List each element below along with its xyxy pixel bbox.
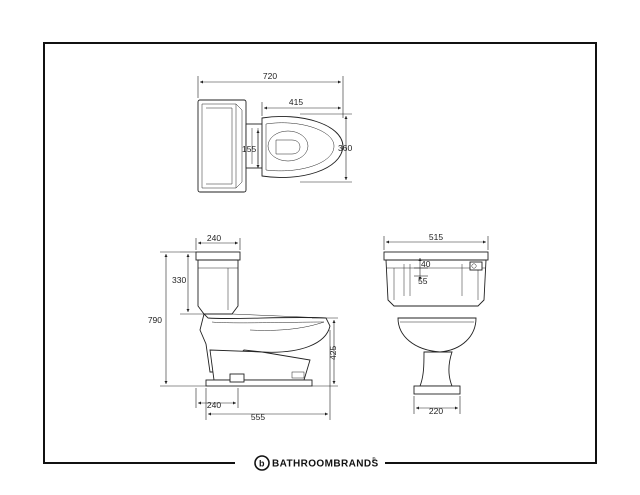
dim-front-flush-offset-bottom: 55 xyxy=(418,276,428,286)
dim-plan-fixing-centres: 155 xyxy=(242,144,256,154)
drawing-frame xyxy=(43,42,597,464)
dim-side-base-depth: 240 xyxy=(207,400,221,410)
dim-front-pedestal-width: 220 xyxy=(429,406,443,416)
dim-front-cistern-width: 515 xyxy=(429,232,443,242)
dim-plan-depth: 360 xyxy=(338,143,352,153)
brand-mark-icon xyxy=(254,455,270,471)
brand-mark: b xyxy=(259,459,265,469)
dim-plan-seat-width: 415 xyxy=(289,97,303,107)
dim-plan-overall-width: 720 xyxy=(263,71,277,81)
brand-name: BATHROOMBRANDS xyxy=(272,459,379,470)
side-view: 240 330 790 240 555 425 xyxy=(148,233,338,422)
dim-side-overall-height: 790 xyxy=(148,315,162,325)
brand-registered-mark: ® xyxy=(372,456,376,463)
dim-side-cistern-height: 330 xyxy=(172,275,186,285)
plan-view: 720 415 360 155 xyxy=(197,71,352,193)
brand-logo: b BATHROOMBRANDS ® xyxy=(254,455,379,471)
dim-side-overall-projection: 555 xyxy=(251,412,265,422)
dim-side-cistern-depth: 240 xyxy=(207,233,221,243)
dim-side-rim-height: 425 xyxy=(328,346,338,360)
front-view: 515 40 55 220 xyxy=(383,232,489,416)
dim-front-flush-offset-top: 40 xyxy=(421,259,431,269)
